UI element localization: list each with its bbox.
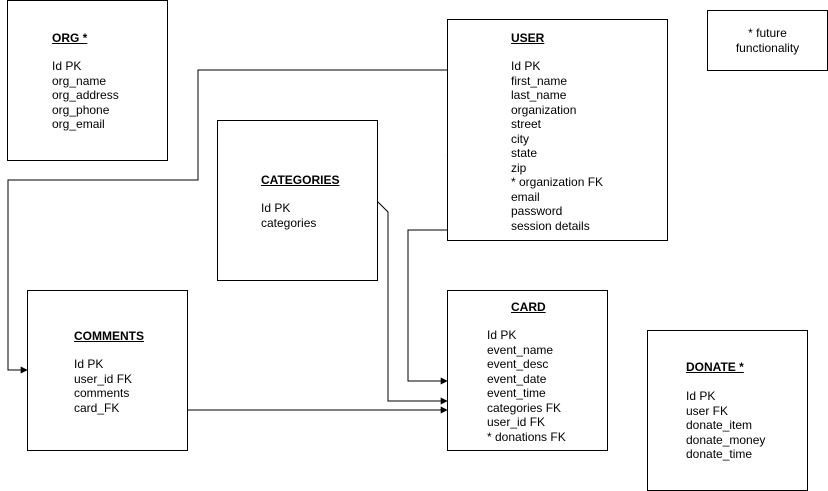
entity-org-field: org_name [52, 73, 107, 88]
entity-categories-field: categories [261, 215, 317, 230]
entity-card-field: categories FK [487, 400, 562, 415]
entity-user-field: session details [511, 218, 590, 233]
entity-user-field: city [511, 131, 529, 146]
entity-donate-field: donate_money [686, 432, 766, 447]
entity-card-field: event_name [487, 342, 554, 357]
entity-user-field: Id PK [511, 59, 541, 73]
entity-org-field: org_address [52, 88, 119, 102]
entity-card-field: Id PK [487, 328, 517, 342]
entity-card-field: * donations FK [487, 429, 566, 444]
categories-to-card-connector [376, 200, 448, 405]
entity-comments-field: user_id FK [74, 371, 133, 386]
entity-comments-title: COMMENTS [74, 329, 144, 343]
entity-org-field: Id PK [52, 59, 82, 73]
entity-comments-field: comments [74, 386, 130, 400]
entity-donate-field: Id PK [686, 389, 716, 403]
entity-user-field: organization [511, 102, 577, 117]
legend-note: * future functionality [707, 10, 828, 71]
legend-note-line1: * future [748, 25, 787, 40]
entity-org-title: ORG * [52, 31, 88, 45]
entity-donate-field: user FK [686, 403, 729, 418]
entity-user-field: zip [511, 160, 527, 175]
entity-user-field: * organization FK [511, 175, 604, 189]
legend-note-line2: functionality [735, 40, 800, 55]
entity-org-field: org_email [52, 117, 105, 131]
entity-user-title: USER [511, 31, 545, 45]
entity-user-field: state [511, 146, 538, 160]
entity-comments-field: Id PK [74, 357, 104, 371]
entity-donate-field: donate_time [686, 447, 753, 461]
entity-donate-field: donate_item [686, 418, 753, 432]
entity-org-field: org_phone [52, 102, 110, 117]
entity-comments-field: card_FK [74, 400, 120, 415]
entity-user-field: email [511, 189, 540, 204]
entity-user-field: password [511, 204, 563, 218]
entity-user-field: street [511, 117, 542, 131]
user-to-card-connector [407, 229, 448, 385]
entity-card-title: CARD [511, 300, 546, 314]
entity-user-field: last_name [511, 88, 567, 102]
entity-user-field: first_name [511, 73, 568, 88]
entity-categories-title: CATEGORIES [261, 173, 340, 187]
entity-categories-field: Id PK [261, 201, 291, 215]
entity-donate-title: DONATE * [686, 360, 744, 374]
entity-card-field: event_desc [487, 357, 549, 371]
entity-card-field: event_time [487, 386, 546, 400]
entity-card-field: user_id FK [487, 415, 546, 429]
entity-card-field: event_date [487, 371, 547, 386]
